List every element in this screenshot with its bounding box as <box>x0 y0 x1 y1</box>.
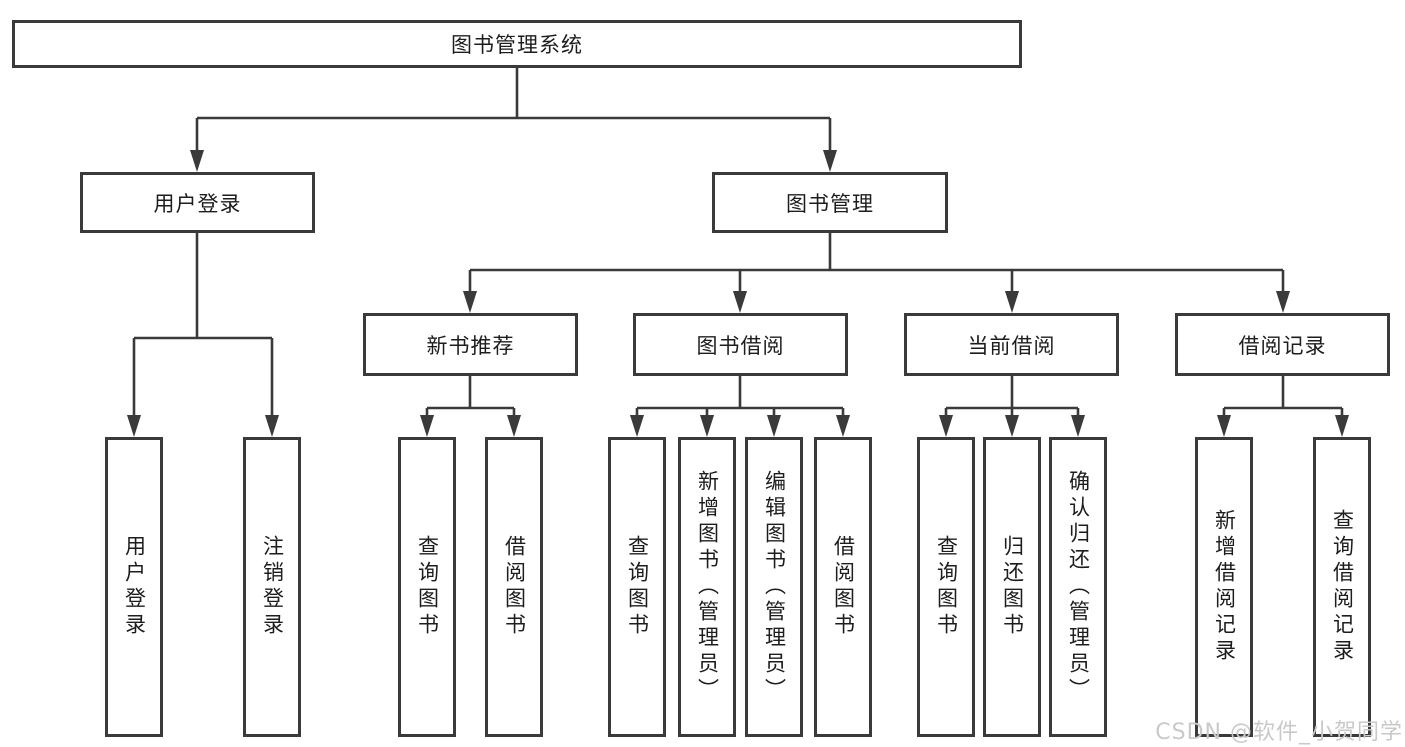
leaf-query-books-current: 查询图书 <box>917 437 975 737</box>
leaf-query-books-borrowing-label: 查询图书 <box>625 535 650 639</box>
leaf-borrow-books-recommend: 借阅图书 <box>485 437 543 737</box>
leaf-logout-label: 注销登录 <box>260 535 285 639</box>
leaf-edit-books-admin-label: 编辑图书（管理员） <box>762 470 787 704</box>
leaf-borrow-books-label: 借阅图书 <box>831 535 856 639</box>
leaf-borrow-books: 借阅图书 <box>814 437 872 737</box>
leaf-add-books-admin-label: 新增图书（管理员） <box>695 470 720 704</box>
node-root: 图书管理系统 <box>12 20 1022 68</box>
node-book-borrowing-label: 图书借阅 <box>696 333 785 358</box>
node-user-login: 用户登录 <box>80 172 315 233</box>
node-current-borrowing-label: 当前借阅 <box>967 333 1056 358</box>
leaf-query-borrow-record: 查询借阅记录 <box>1313 437 1371 737</box>
node-user-login-label: 用户登录 <box>153 191 242 216</box>
node-new-book-recommendation: 新书推荐 <box>363 313 578 376</box>
leaf-user-login-label: 用户登录 <box>122 535 147 639</box>
leaf-edit-books-admin: 编辑图书（管理员） <box>745 437 803 737</box>
leaf-add-borrow-record: 新增借阅记录 <box>1195 437 1253 737</box>
leaf-add-borrow-record-label: 新增借阅记录 <box>1212 509 1237 665</box>
leaf-query-books-current-label: 查询图书 <box>934 535 959 639</box>
csdn-watermark: CSDN @软件_小贺同学 <box>1155 720 1403 745</box>
node-current-borrowing: 当前借阅 <box>904 313 1119 376</box>
leaf-logout: 注销登录 <box>243 437 301 737</box>
leaf-confirm-return-admin: 确认归还（管理员） <box>1049 437 1107 737</box>
leaf-add-books-admin: 新增图书（管理员） <box>678 437 736 737</box>
leaf-query-borrow-record-label: 查询借阅记录 <box>1330 509 1355 665</box>
leaf-query-books-borrowing: 查询图书 <box>608 437 666 737</box>
node-new-book-recommendation-label: 新书推荐 <box>426 333 515 358</box>
leaf-query-books-recommend-label: 查询图书 <box>415 535 440 639</box>
leaf-return-books: 归还图书 <box>983 437 1041 737</box>
leaf-user-login: 用户登录 <box>105 437 163 737</box>
leaf-return-books-label: 归还图书 <box>1000 535 1025 639</box>
leaf-query-books-recommend: 查询图书 <box>398 437 456 737</box>
node-book-management-label: 图书管理 <box>786 191 874 216</box>
node-book-borrowing: 图书借阅 <box>633 313 848 376</box>
node-borrowing-records-label: 借阅记录 <box>1238 333 1327 358</box>
node-borrowing-records: 借阅记录 <box>1175 313 1390 376</box>
leaf-borrow-books-recommend-label: 借阅图书 <box>502 535 527 639</box>
node-book-management: 图书管理 <box>712 172 948 233</box>
node-root-label: 图书管理系统 <box>451 33 583 57</box>
leaf-confirm-return-admin-label: 确认归还（管理员） <box>1066 470 1091 704</box>
